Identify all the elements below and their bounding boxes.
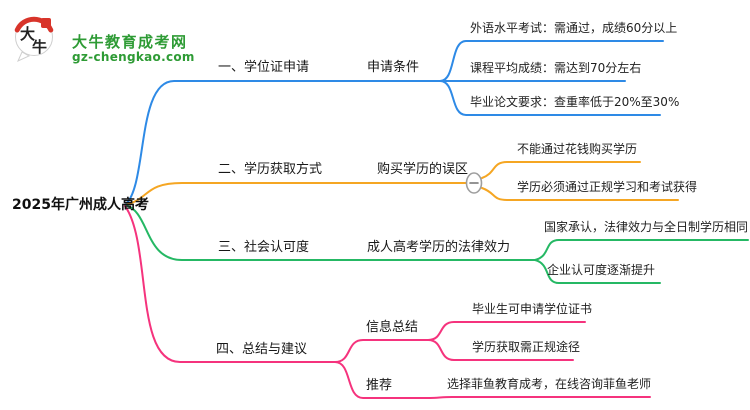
branch2-child1-line bbox=[481, 161, 641, 179]
daniu-logo-icon: 大 牛 bbox=[14, 16, 54, 62]
root-topic[interactable]: 2025年广州成人高考 bbox=[12, 197, 149, 213]
branch4-subnode2-line bbox=[334, 361, 431, 399]
branch3-root-curve bbox=[124, 204, 536, 261]
branch2-child2[interactable]: 学历必须通过正规学习和考试获得 bbox=[517, 180, 698, 194]
branch3-child2[interactable]: 企业认可度逐渐提升 bbox=[547, 263, 656, 277]
branch1-child1[interactable]: 外语水平考试：需通过，成绩60分以上 bbox=[470, 21, 678, 35]
branch2-child2-line bbox=[481, 187, 679, 201]
branch2-topic[interactable]: 二、学历获取方式 bbox=[218, 162, 323, 177]
branch4-subnode1[interactable]: 信息总结 bbox=[366, 320, 419, 335]
branch1-child2[interactable]: 课程平均成绩：需达到70分左右 bbox=[470, 61, 642, 75]
branch2-subtopic[interactable]: 购买学历的误区 bbox=[377, 162, 469, 177]
branch4-topic[interactable]: 四、总结与建议 bbox=[216, 342, 308, 357]
branch4-child1-line bbox=[427, 321, 586, 341]
branch4-subnode1-line bbox=[334, 339, 429, 363]
branch4-subnode2[interactable]: 推荐 bbox=[366, 378, 393, 393]
branch4-lines bbox=[124, 205, 651, 399]
branch4-child1[interactable]: 毕业生可申请学位证书 bbox=[472, 302, 593, 316]
branch4-child2[interactable]: 学历获取需正规途径 bbox=[472, 340, 581, 354]
logo-red-seal bbox=[41, 18, 51, 28]
branch2-lines bbox=[124, 161, 679, 206]
logo-char-da: 大 bbox=[20, 25, 35, 43]
branch1-child1-line bbox=[439, 40, 664, 82]
branch4-child3-line bbox=[429, 396, 651, 399]
branch3-child1[interactable]: 国家承认，法律效力与全日制学历相同 bbox=[544, 220, 749, 234]
branch1-root-curve bbox=[124, 80, 441, 206]
branch3-lines bbox=[124, 204, 749, 284]
branch4-child3[interactable]: 选择菲鱼教育成考，在线咨询菲鱼老师 bbox=[447, 377, 652, 391]
branch4-root-curve bbox=[124, 205, 336, 363]
branch1-topic[interactable]: 一、学位证申请 bbox=[218, 60, 310, 75]
branch2-root-curve bbox=[124, 182, 467, 206]
speech-bubble-tail bbox=[17, 51, 31, 62]
branch4-child2-line bbox=[427, 339, 574, 361]
branch3-topic[interactable]: 三、社会认可度 bbox=[218, 240, 310, 255]
branch3-child1-line bbox=[534, 239, 749, 261]
branch1-subtopic[interactable]: 申请条件 bbox=[367, 60, 420, 75]
site-url: gz-chengkao.com bbox=[72, 50, 195, 64]
site-logo[interactable]: 大 牛 大牛教育成考网 gz-chengkao.com bbox=[10, 12, 240, 64]
branch1-child3-line bbox=[439, 80, 661, 116]
branch3-child2-line bbox=[534, 259, 661, 284]
branch1-lines bbox=[124, 40, 664, 206]
logo-char-niu: 牛 bbox=[32, 38, 47, 56]
site-name: 大牛教育成考网 bbox=[72, 33, 188, 51]
branch2-child1[interactable]: 不能通过花钱购买学历 bbox=[517, 142, 638, 156]
branch1-child3[interactable]: 毕业论文要求：查重率低于20%至30% bbox=[470, 95, 680, 109]
branch3-subtopic[interactable]: 成人高考学历的法律效力 bbox=[367, 240, 511, 255]
